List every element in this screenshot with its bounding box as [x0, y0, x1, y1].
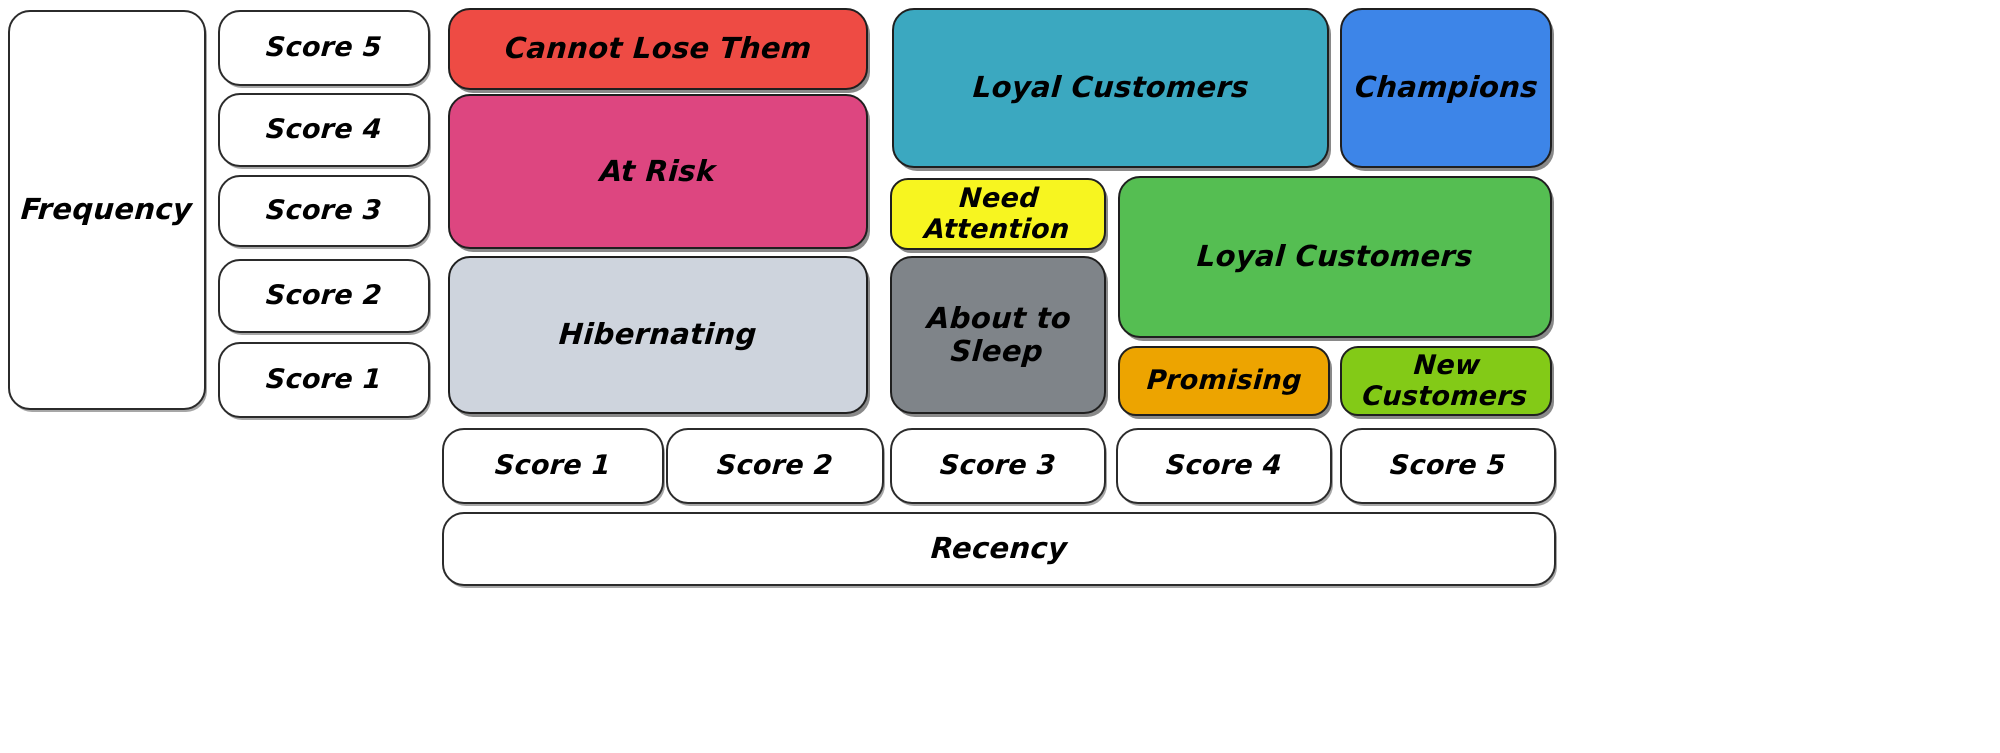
segment-need-attention-label: Need Attention	[923, 182, 1071, 245]
segment-need-attention[interactable]: Need Attention	[890, 178, 1106, 250]
recency-score-1-label: Score 1	[493, 450, 613, 482]
axis-label-frequency: Frequency	[8, 10, 206, 410]
recency-score-4[interactable]: Score 4	[1116, 428, 1332, 504]
segment-cannot-lose-them[interactable]: Cannot Lose Them	[448, 8, 868, 90]
segment-at-risk[interactable]: At Risk	[448, 94, 868, 249]
recency-score-3[interactable]: Score 3	[890, 428, 1106, 504]
recency-score-2-label: Score 2	[715, 450, 835, 482]
frequency-score-1-label: Score 1	[264, 364, 384, 396]
segment-loyal-customers-green-label: Loyal Customers	[1195, 239, 1475, 274]
segment-new-customers-label: New Customers	[1361, 349, 1529, 412]
segment-hibernating[interactable]: Hibernating	[448, 256, 868, 414]
recency-score-5-label: Score 5	[1388, 450, 1508, 482]
segment-cannot-lose-them-label: Cannot Lose Them	[503, 31, 813, 66]
segment-champions[interactable]: Champions	[1340, 8, 1552, 168]
frequency-score-4-label: Score 4	[264, 114, 384, 146]
segment-new-customers[interactable]: New Customers	[1340, 346, 1552, 416]
axis-label-recency: Recency	[442, 512, 1556, 586]
segment-about-to-sleep-label: About to Sleep	[926, 300, 1073, 368]
segment-at-risk-label: At Risk	[598, 153, 718, 188]
frequency-score-3[interactable]: Score 3	[218, 175, 430, 247]
segment-champions-label: Champions	[1353, 70, 1539, 105]
frequency-score-1[interactable]: Score 1	[218, 342, 430, 418]
frequency-score-2-label: Score 2	[264, 280, 384, 312]
segment-hibernating-label: Hibernating	[558, 317, 759, 352]
recency-score-1[interactable]: Score 1	[442, 428, 664, 504]
segment-loyal-customers-green[interactable]: Loyal Customers	[1118, 176, 1552, 338]
recency-score-3-label: Score 3	[938, 450, 1058, 482]
segment-about-to-sleep[interactable]: About to Sleep	[890, 256, 1106, 414]
recency-score-4-label: Score 4	[1164, 450, 1284, 482]
recency-score-5[interactable]: Score 5	[1340, 428, 1556, 504]
segment-promising-label: Promising	[1145, 365, 1303, 397]
segment-loyal-customers-teal[interactable]: Loyal Customers	[892, 8, 1329, 168]
recency-score-2[interactable]: Score 2	[666, 428, 884, 504]
segment-loyal-customers-teal-label: Loyal Customers	[971, 70, 1250, 105]
frequency-score-5[interactable]: Score 5	[218, 10, 430, 86]
frequency-score-5-label: Score 5	[264, 32, 384, 64]
frequency-score-3-label: Score 3	[264, 195, 384, 227]
frequency-score-2[interactable]: Score 2	[218, 259, 430, 333]
frequency-score-4[interactable]: Score 4	[218, 93, 430, 167]
axis-label-frequency-text: Frequency	[20, 192, 194, 227]
axis-label-recency-text: Recency	[929, 531, 1069, 566]
segment-promising[interactable]: Promising	[1118, 346, 1330, 416]
